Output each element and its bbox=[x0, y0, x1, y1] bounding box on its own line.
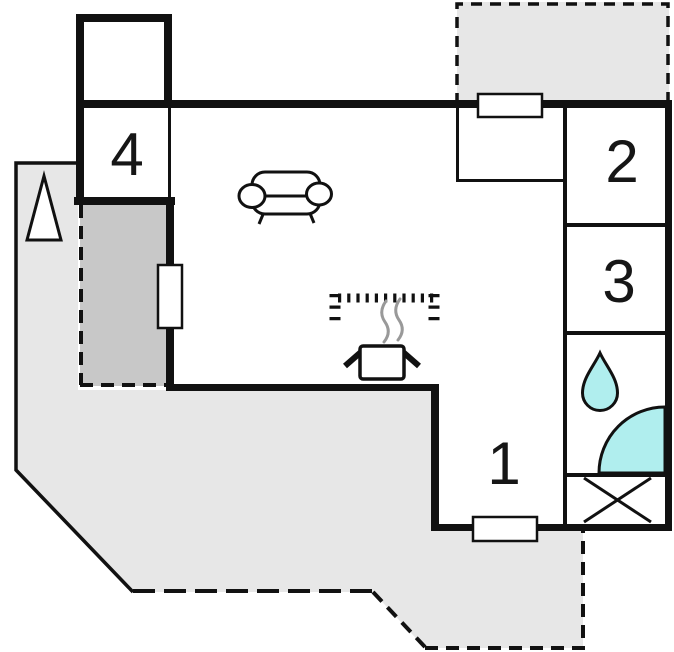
window-marker-top bbox=[476, 92, 544, 119]
wall-outer-right bbox=[665, 100, 672, 531]
cooking-pot-icon bbox=[343, 344, 421, 381]
pot-body bbox=[358, 344, 406, 381]
steam-icon bbox=[380, 297, 404, 344]
steam-line-right bbox=[394, 297, 404, 342]
wall-living-bottom bbox=[166, 384, 439, 391]
sofa-armrest-left bbox=[237, 183, 267, 209]
wall-left-column bbox=[76, 14, 84, 205]
north-arrow-icon bbox=[25, 170, 63, 242]
terrace-top-right bbox=[457, 2, 669, 104]
wall-alcove-vertical-thin bbox=[456, 108, 459, 182]
wall-room1-left bbox=[431, 384, 439, 531]
wall-main-top bbox=[76, 100, 672, 108]
terrace-dashed-border-diagonal bbox=[371, 590, 427, 649]
room-3-label: 3 bbox=[602, 248, 635, 315]
wall-divider-room2-room3 bbox=[567, 223, 665, 227]
sofa-icon bbox=[237, 170, 333, 225]
shower-icon bbox=[597, 405, 667, 475]
terrace-dashed-border-right bbox=[425, 531, 585, 650]
wall-room4-bottom bbox=[74, 197, 175, 205]
upper-terrace-dashed-border bbox=[455, 2, 670, 104]
wall-alcove-horizontal-thin bbox=[456, 179, 566, 182]
wall-divider-room3-bath bbox=[567, 331, 665, 335]
wall-divider-bath-box bbox=[567, 473, 665, 477]
water-drop-icon bbox=[580, 349, 620, 412]
kitchen-group bbox=[329, 293, 440, 381]
terrace-solid-border bbox=[14, 161, 135, 594]
bathroom-group bbox=[580, 349, 667, 524]
crossed-box-icon bbox=[583, 476, 652, 524]
room-2-label: 2 bbox=[605, 128, 638, 195]
terrace-main bbox=[16, 163, 583, 648]
room-labels: 4 2 3 1 bbox=[110, 121, 638, 497]
terrace-areas bbox=[16, 2, 669, 648]
window-marker-left bbox=[156, 263, 184, 330]
wall-main-bottom bbox=[431, 524, 672, 531]
wall-top-room-right bbox=[164, 14, 172, 108]
crossed-box-diagonal-2 bbox=[583, 476, 652, 524]
covered-terrace-dashed-border bbox=[79, 205, 168, 387]
sofa-armrest-right bbox=[305, 181, 333, 207]
covered-terrace bbox=[80, 205, 166, 386]
terrace-borders bbox=[14, 2, 670, 650]
room-1-label: 1 bbox=[487, 430, 520, 497]
window-marker-bottom bbox=[471, 515, 539, 543]
room-4-label: 4 bbox=[110, 121, 143, 188]
wall-right-column-left-thin bbox=[563, 108, 567, 524]
steam-line-left bbox=[380, 299, 390, 344]
wall-top-room-top bbox=[76, 14, 172, 22]
windows bbox=[156, 92, 544, 543]
wall-room4-right-thin bbox=[168, 108, 171, 197]
